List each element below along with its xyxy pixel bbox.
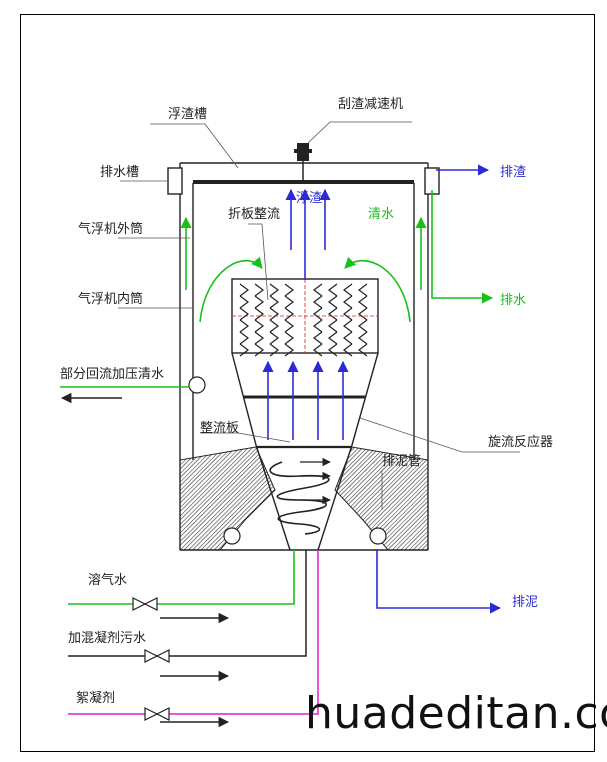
valve-coagulant[interactable]: [144, 649, 170, 663]
label-inner-cylinder: 气浮机内筒: [78, 291, 143, 307]
baffle-chevron: [343, 319, 353, 333]
port-right: [369, 527, 387, 545]
baffle-chevron: [239, 307, 249, 321]
drain-trough-box: [167, 167, 183, 195]
baffle-chevron: [328, 295, 338, 309]
baffle-chevron: [239, 319, 249, 333]
label-coagulant-sewage: 加混凝剂污水: [68, 630, 146, 646]
baffle-chevron: [284, 283, 294, 297]
label-scum-up: 浮渣: [296, 191, 322, 206]
baffle-box: [231, 278, 379, 357]
green-flow-arrows: [60, 190, 494, 605]
baffle-chevron: [254, 343, 264, 357]
baffle-chevron: [239, 331, 249, 345]
baffle-chevron: [239, 295, 249, 309]
baffle-chevron: [343, 295, 353, 309]
baffle-chevron: [343, 331, 353, 345]
baffle-chevron: [328, 343, 338, 357]
baffle-chevron: [358, 283, 368, 297]
baffle-chevron: [313, 295, 323, 309]
baffle-chevron: [328, 283, 338, 297]
baffle-chevron: [358, 331, 368, 345]
baffle-chevron: [284, 307, 294, 321]
leader-lines: [118, 121, 520, 510]
scum-trough: [193, 180, 414, 184]
label-scum-trough: 浮渣槽: [168, 107, 207, 122]
baffle-chevron: [343, 307, 353, 321]
baffle-chevron: [269, 307, 279, 321]
baffle-chevron: [328, 307, 338, 321]
label-swirl-reactor: 旋流反应器: [488, 434, 553, 450]
baffle-chevron: [343, 343, 353, 357]
baffle-chevron: [269, 283, 279, 297]
swirl-spiral: [269, 461, 330, 535]
baffle-chevron: [254, 319, 264, 333]
baffle-chevron: [284, 319, 294, 333]
label-sludge-discharge: 排泥: [512, 595, 538, 610]
baffle-chevron: [239, 283, 249, 297]
label-rectifier-plate: 整流板: [200, 421, 239, 436]
label-water-discharge: 排水: [500, 293, 526, 308]
label-sludge-pipe: 排泥管: [382, 454, 421, 469]
baffle-chevron: [254, 331, 264, 345]
label-baffle-rectifier: 折板整流: [228, 207, 280, 222]
baffle-chevron: [269, 295, 279, 309]
baffle-chevron: [313, 343, 323, 357]
label-scraper-motor: 刮渣减速机: [338, 97, 403, 112]
baffle-chevron: [284, 331, 294, 345]
baffle-chevron: [254, 307, 264, 321]
baffle-chevron: [358, 295, 368, 309]
baffle-chevron: [269, 319, 279, 333]
label-clear-water: 清水: [368, 207, 394, 222]
baffle-chevron: [358, 307, 368, 321]
baffle-chevron: [358, 343, 368, 357]
baffle-chevron: [313, 283, 323, 297]
baffle-chevron: [358, 319, 368, 333]
baffle-chevron: [328, 319, 338, 333]
baffle-chevron: [254, 283, 264, 297]
label-outer-cylinder: 气浮机外筒: [78, 221, 143, 237]
diagram-frame: [20, 14, 595, 752]
hatched-fill-right: [334, 446, 429, 551]
blue-flow-arrows: [262, 164, 502, 614]
baffle-chevron: [239, 343, 249, 357]
baffle-chevron: [284, 295, 294, 309]
valve-flocculant[interactable]: [144, 707, 170, 721]
scraper-motor: [294, 143, 312, 180]
baffle-chevron: [254, 295, 264, 309]
label-flocculant: 絮凝剂: [76, 690, 115, 706]
label-drain-trough: 排水槽: [100, 165, 139, 180]
baffle-chevron: [284, 343, 294, 357]
valve-air-water[interactable]: [132, 597, 158, 611]
port-left: [223, 527, 241, 545]
baffle-chevron: [313, 331, 323, 345]
label-dissolved-air-water: 溶气水: [88, 572, 127, 588]
baffle-chevron: [269, 331, 279, 345]
baffle-chevron: [328, 331, 338, 345]
baffle-chevron: [313, 319, 323, 333]
watermark-text: huadeditan.co: [305, 688, 607, 739]
baffle-chevron: [269, 343, 279, 357]
label-scum-discharge: 排渣: [500, 165, 526, 180]
baffle-chevron: [343, 283, 353, 297]
recycle-port: [188, 376, 206, 394]
hatched-fill-left: [179, 446, 276, 551]
label-recycle-water: 部分回流加压清水: [60, 367, 164, 382]
baffle-chevron: [313, 307, 323, 321]
